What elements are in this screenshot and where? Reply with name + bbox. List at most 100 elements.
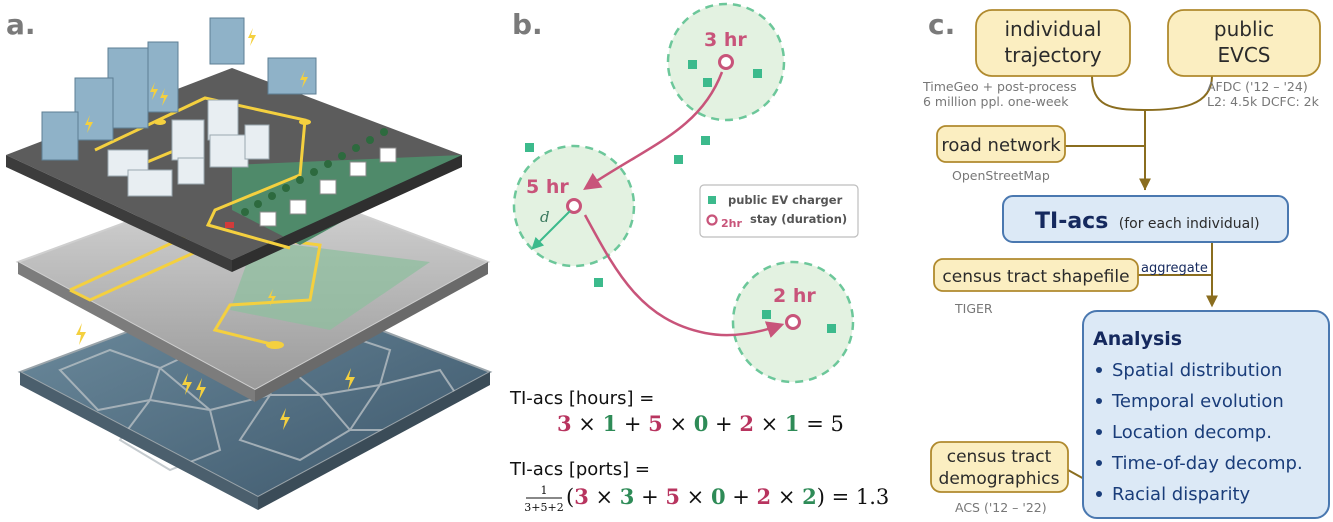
road-layer	[15, 173, 491, 402]
panel-a: a.	[6, 8, 493, 510]
charger-marker	[525, 143, 534, 152]
analysis-item: Time-of-day decomp.	[1111, 453, 1303, 474]
node-tiacs	[1002, 195, 1289, 243]
node-tiacs-label: TI-acs (for each individual)	[1035, 209, 1260, 234]
charger-marker	[827, 324, 836, 333]
eq-term: 2	[739, 411, 754, 436]
analysis-item: Location decomp.	[1112, 422, 1272, 443]
eq-term: 5	[648, 411, 663, 436]
eq-term: 2	[757, 484, 772, 509]
charger-marker	[688, 60, 697, 69]
eq-term: ×	[771, 485, 802, 509]
bullet-icon	[1096, 367, 1102, 373]
city-layer	[6, 17, 462, 272]
eq-term: 3	[620, 484, 635, 509]
node-individual-trajectory	[975, 9, 1131, 77]
flow-connectors	[1065, 75, 1218, 492]
node-census-demographics	[930, 441, 1069, 493]
stay-point-5hr	[566, 198, 582, 214]
evcs-source-line2: L2: 4.5k DCFC: 2k	[1207, 94, 1320, 109]
legend: public EV charger 2hr stay (duration)	[699, 184, 859, 238]
node-road-network-label: road network	[941, 135, 1061, 156]
eq-hours-title: TI-acs [hours] =	[509, 388, 654, 409]
panel-c: c. individual trajectory TimeGeo + post-…	[922, 8, 1330, 519]
eq-ports-title: TI-acs [ports] =	[509, 459, 650, 480]
charger-pin-icon	[268, 289, 276, 306]
node-census-demographics-line2: demographics	[939, 469, 1060, 489]
node-public-evcs-line1: public	[1214, 17, 1274, 41]
eq-term: ×	[663, 412, 694, 436]
aggregate-label: aggregate	[1141, 261, 1208, 276]
eq-ports-frac-num: 1	[541, 484, 548, 497]
trajectory-segment	[583, 214, 785, 338]
eq-ports-frac-den: 3+5+2	[524, 501, 563, 514]
eq-term: 3	[557, 411, 572, 436]
analysis-item: Spatial distribution	[1112, 360, 1282, 381]
bullet-icon	[1096, 429, 1102, 435]
eq-term: ×	[572, 412, 603, 436]
eq-term: 1	[603, 411, 618, 436]
shapefile-source: TIGER	[954, 301, 993, 316]
eq-term: ×	[754, 412, 785, 436]
eq-term: 2	[802, 484, 817, 509]
charger-marker	[762, 310, 771, 319]
node-census-demographics-line1: census tract	[947, 447, 1052, 467]
eq-ports-body: (3 × 3 + 5 × 0 + 2 × 2) = 1.3	[566, 484, 889, 509]
charger-markers	[525, 60, 836, 333]
trajectory-segment	[583, 71, 724, 190]
stay-label-3hr: 3 hr	[704, 29, 747, 51]
eq-term: (	[566, 485, 574, 509]
evcs-source-line1: AFDC ('12 – '24)	[1207, 79, 1308, 94]
charger-marker	[753, 69, 762, 78]
lightning-icon	[76, 323, 355, 430]
eq-term: ×	[680, 485, 711, 509]
road-source: OpenStreetMap	[952, 168, 1050, 183]
charger-marker	[674, 155, 683, 164]
lightning-icon	[85, 28, 308, 133]
bullet-icon	[1096, 398, 1102, 404]
bullet-icon	[1096, 460, 1102, 466]
eq-term: 0	[694, 411, 709, 436]
demographics-source: ACS ('12 – '22)	[955, 500, 1047, 515]
analysis-item: Temporal evolution	[1111, 391, 1284, 412]
tiacs-subtitle: (for each individual)	[1119, 216, 1260, 232]
trajectory-source-line1: TimeGeo + post-process	[922, 79, 1077, 94]
panel-label-a: a.	[6, 8, 36, 41]
radius-label: d	[540, 208, 550, 226]
analysis-title: Analysis	[1093, 328, 1182, 350]
charger-marker	[703, 78, 712, 87]
stay-label-2hr: 2 hr	[773, 285, 816, 307]
eq-term: ) = 1.3	[817, 485, 890, 509]
node-census-shapefile	[933, 258, 1139, 292]
charger-marker	[701, 136, 710, 145]
tiacs-title: TI-acs	[1035, 209, 1108, 234]
eq-term: 5	[665, 484, 680, 509]
eq-term: +	[634, 485, 665, 509]
eq-term: 0	[711, 484, 726, 509]
eq-term: ×	[589, 485, 620, 509]
node-census-shapefile-label: census tract shapefile	[942, 267, 1129, 287]
analysis-item: Racial disparity	[1112, 484, 1251, 505]
eq-term: +	[726, 485, 757, 509]
eq-term: = 5	[800, 412, 844, 436]
node-analysis	[1082, 310, 1330, 519]
legend-stay-symbol: 2hr	[721, 217, 742, 230]
node-road-network	[936, 125, 1066, 163]
panel-label-b: b.	[512, 8, 543, 41]
stay-label-5hr: 5 hr	[526, 176, 569, 198]
charger-marker	[594, 278, 603, 287]
legend-stay-label: stay (duration)	[750, 212, 847, 226]
eq-term: 3	[574, 484, 589, 509]
stay-point-2hr	[785, 314, 801, 330]
legend-charger-label: public EV charger	[728, 193, 843, 207]
legend-charger-swatch	[708, 196, 716, 204]
trajectory-source-line2: 6 million ppl. one-week	[923, 94, 1069, 109]
bullet-icon	[1096, 491, 1102, 497]
node-individual-trajectory-line1: individual	[1004, 17, 1101, 41]
eq-term: +	[708, 412, 739, 436]
vehicle-icon	[225, 222, 234, 228]
panel-label-c: c.	[928, 8, 955, 41]
node-individual-trajectory-line2: trajectory	[1004, 43, 1101, 67]
